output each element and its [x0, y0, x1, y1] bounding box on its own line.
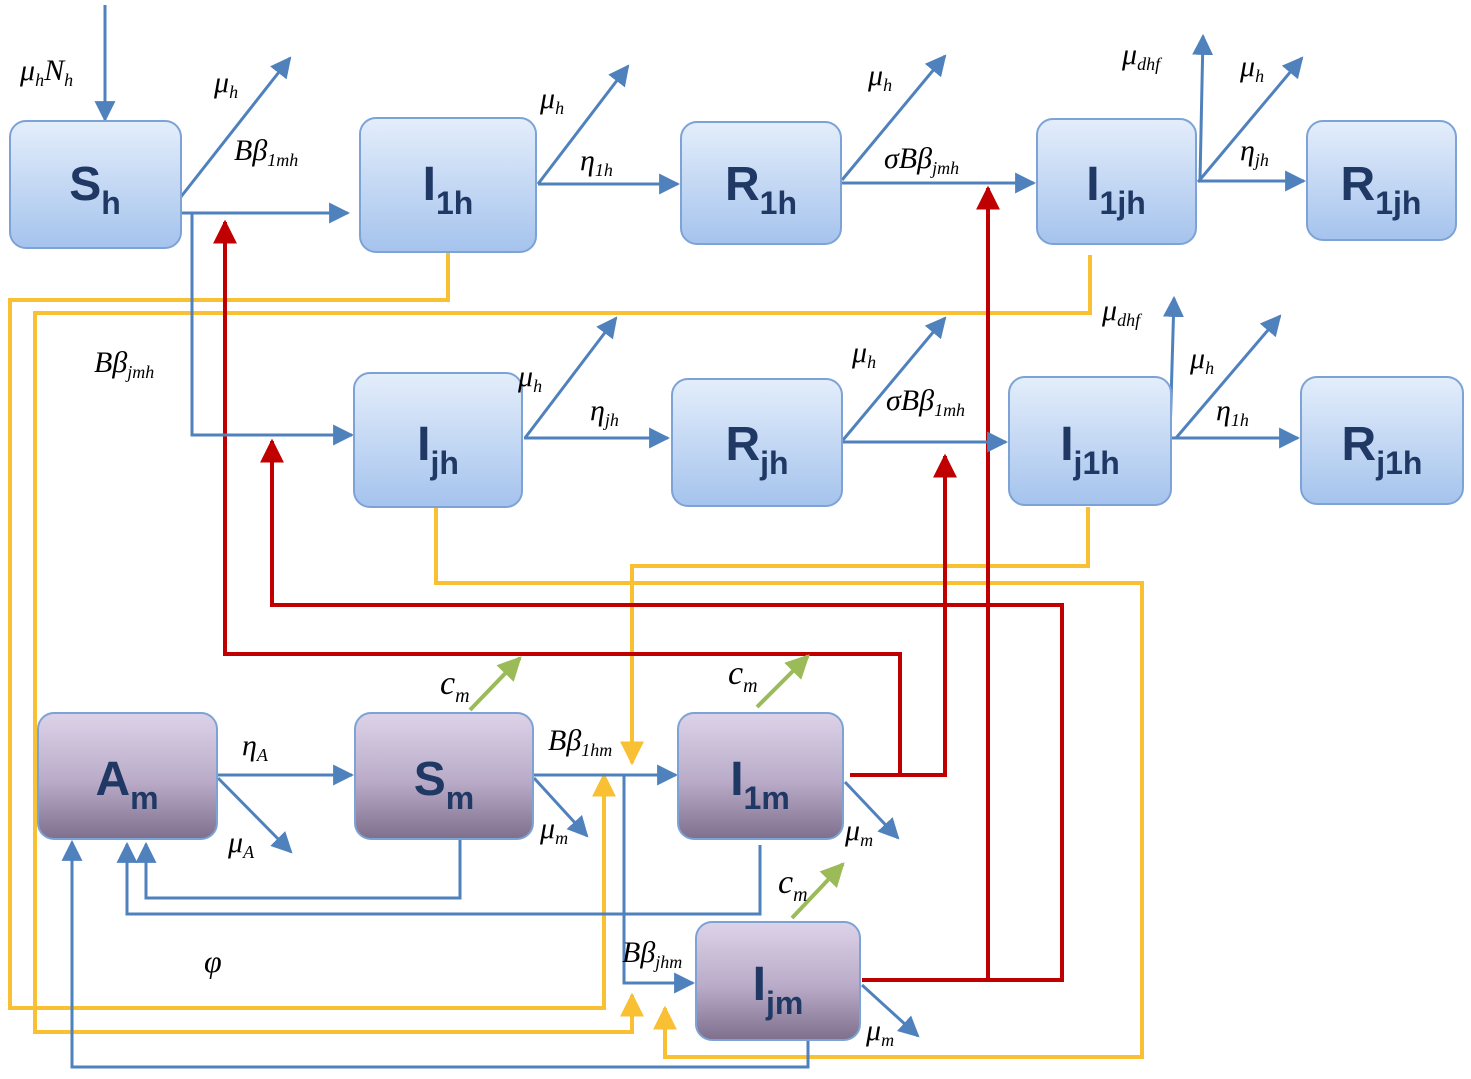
- I1m-control-arrow: [755, 654, 810, 709]
- svg-text:Ijm: Ijm: [753, 958, 804, 1021]
- compartment-Sm: Sm: [354, 712, 534, 840]
- rate-Ij1h-dhf: μdhf: [1101, 294, 1143, 330]
- rate-birth: φ: [204, 943, 222, 979]
- Ij1h-death-arrow: [1174, 314, 1282, 439]
- I1h-death-arrow: [536, 64, 630, 185]
- red-I1m-to-Sh-inf: [213, 219, 902, 777]
- rate-Am-death: μA: [227, 826, 255, 862]
- rate-Rjh-Ij1h: σBβ1mh: [886, 384, 965, 420]
- yellow-I1jh-to-Sm: [33, 255, 1092, 1034]
- svg-text:I1m: I1m: [730, 753, 790, 816]
- compartment-Am: Am: [37, 712, 218, 840]
- rate-Sm-Ijm: Bβjhm: [622, 936, 682, 972]
- compartment-R1jh: R1jh: [1306, 120, 1457, 241]
- rate-Ijh-Rjh: ηjh: [590, 394, 619, 430]
- Sh-to-Ijh-arrow: [190, 213, 355, 446]
- Am-death-arrow: [216, 776, 293, 854]
- human-compartments: Sh I1h R1h I1jh R1jh Ijh Rjh Ij1h: [9, 117, 1464, 508]
- I1m-birth-to-Am: [116, 841, 762, 916]
- rate-I1jh-R1jh: ηjh: [1240, 134, 1269, 170]
- rate-Sh-I1h: Bβ1mh: [234, 134, 298, 170]
- rate-Sm-control: cm: [440, 665, 470, 707]
- rate-Sm-I1m: Bβ1hm: [548, 724, 612, 760]
- rate-Ijh-death: μh: [517, 360, 542, 396]
- rate-recruitment: μhNh: [19, 54, 73, 90]
- Sh-death-arrow: [178, 56, 292, 199]
- svg-text:I1jh: I1jh: [1086, 158, 1146, 221]
- I1m-death-arrow: [843, 780, 900, 840]
- Rjh-death-arrow: [841, 316, 947, 441]
- rate-R1h-I1jh: σBβjmh: [884, 142, 959, 178]
- rate-Am-Sm: ηA: [242, 729, 269, 765]
- svg-text:Ij1h: Ij1h: [1060, 418, 1120, 481]
- rate-Ij1h-death: μh: [1189, 342, 1214, 378]
- rate-I1h-death: μh: [539, 82, 564, 118]
- Sm-death-arrow: [532, 776, 589, 838]
- rate-I1jh-dhf: μdhf: [1121, 38, 1163, 74]
- R1h-death-arrow: [840, 54, 947, 181]
- rate-Ijm-death: μm: [865, 1014, 894, 1050]
- red-I1m-to-Rjh-inf: [900, 453, 957, 777]
- rate-Rjh-death: μh: [851, 336, 876, 372]
- compartment-I1jh: I1jh: [1036, 118, 1197, 245]
- compartment-Rj1h: Rj1h: [1300, 376, 1464, 505]
- mosquito-compartments: Am Sm I1m Ijm: [37, 712, 861, 1041]
- Ijm-death-arrow: [860, 983, 920, 1038]
- yellow-Ijh-to-Sm: [434, 507, 1144, 1059]
- yellow-transmission-lines: [8, 253, 1144, 1059]
- green-control-arrows: [468, 654, 845, 920]
- Sm-birth-to-Am: [135, 840, 462, 900]
- yellow-Ij1h-to-Sm: [620, 507, 1090, 766]
- rate-R1h-death: μh: [867, 59, 892, 95]
- rate-I1jh-death: μh: [1239, 50, 1264, 86]
- red-Ijm-to-Sh-inf: [260, 438, 1064, 982]
- rate-labels: μhNh μh Bβ1mh Bβjmh μh η1h μh σBβjmh μdh…: [19, 38, 1269, 1050]
- Ijh-death-arrow: [523, 316, 618, 439]
- blue-flow-lines: [61, 5, 1307, 1069]
- rate-Sm-death: μm: [539, 812, 568, 848]
- compartment-I1m: I1m: [677, 712, 844, 840]
- rate-Ijm-control: cm: [778, 864, 808, 906]
- Ijm-birth-to-Am: [61, 839, 810, 1069]
- Sm-to-Ijm-arrow: [622, 775, 696, 994]
- rate-I1m-death: μm: [844, 814, 873, 850]
- svg-text:Rj1h: Rj1h: [1342, 418, 1423, 481]
- compartment-Ijh: Ijh: [353, 372, 523, 508]
- svg-text:I1h: I1h: [423, 158, 474, 221]
- svg-text:Sh: Sh: [69, 158, 121, 221]
- svg-text:R1h: R1h: [725, 158, 797, 221]
- svg-text:Am: Am: [95, 753, 158, 816]
- rate-Sh-death: μh: [213, 66, 238, 102]
- svg-text:Ijh: Ijh: [417, 418, 459, 481]
- rate-I1h-R1h: η1h: [580, 144, 613, 180]
- rate-Ij1h-Rj1h: η1h: [1216, 394, 1249, 430]
- compartment-R1h: R1h: [680, 121, 842, 245]
- compartment-Ijm: Ijm: [695, 921, 861, 1041]
- compartment-Ij1h: Ij1h: [1008, 376, 1172, 506]
- svg-text:R1jh: R1jh: [1341, 158, 1422, 221]
- rate-I1m-control: cm: [728, 655, 758, 697]
- svg-text:Rjh: Rjh: [725, 418, 788, 481]
- Ijm-control-arrow: [790, 862, 845, 920]
- yellow-I1h-to-Sm: [8, 253, 616, 1010]
- red-transmission-lines: [213, 185, 1064, 982]
- compartment-Sh: Sh: [9, 120, 182, 249]
- I1jh-death-arrow: [1196, 56, 1304, 183]
- compartment-Rjh: Rjh: [671, 378, 843, 507]
- rate-Sh-Ijh: Bβjmh: [94, 346, 154, 382]
- I1jh-dhf-arrow: [1192, 33, 1214, 181]
- compartment-I1h: I1h: [359, 117, 537, 253]
- Sm-control-arrow: [468, 656, 522, 712]
- svg-text:Sm: Sm: [414, 753, 474, 816]
